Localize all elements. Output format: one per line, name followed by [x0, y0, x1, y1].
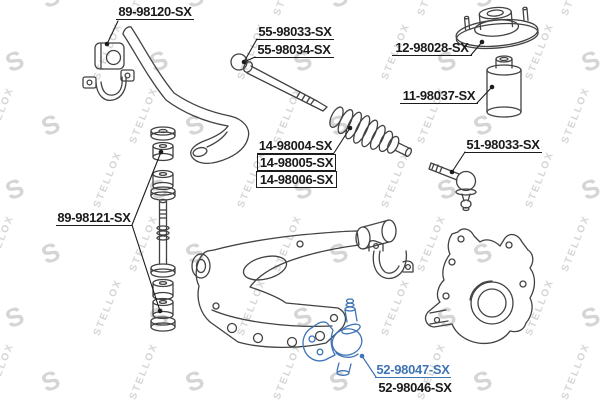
- part-label-55-98033: 55-98033-SX: [256, 24, 334, 40]
- stabilizer-bar-bushing: [94, 42, 125, 70]
- inner-tie-rod: [230, 53, 328, 112]
- part-label-14-98006: 14-98006-SX: [256, 171, 337, 188]
- steering-rack-boot: [329, 106, 413, 158]
- stabilizer-bar: [122, 26, 250, 164]
- steering-knuckle: [424, 228, 536, 345]
- part-label-14-98005: 14-98005-SX: [257, 154, 336, 171]
- control-arm: [191, 219, 397, 349]
- stabilizer-link: [150, 126, 176, 332]
- part-label-55-98034: 55-98034-SX: [254, 42, 334, 58]
- bump-stop-boot: [486, 55, 522, 118]
- clamp-bracket: [368, 239, 414, 280]
- part-label-11-98037: 11-98037-SX: [400, 88, 478, 104]
- part-label-14-98004: 14-98004-SX: [257, 138, 334, 154]
- ball-joint: [302, 298, 363, 376]
- tie-rod-end: [428, 162, 477, 212]
- leader-lines: [104, 20, 495, 378]
- part-label-89-98121: 89-98121-SX: [56, 210, 132, 226]
- strut-mount: [455, 6, 539, 50]
- bushing-bracket: [82, 69, 135, 101]
- part-label-12-98028: 12-98028-SX: [392, 40, 472, 56]
- part-label-52-98046: 52-98046-SX: [378, 380, 452, 395]
- part-label-52-98047-link[interactable]: 52-98047-SX: [375, 362, 451, 378]
- part-label-89-98120: 89-98120-SX: [116, 4, 194, 20]
- part-label-51-98033: 51-98033-SX: [464, 137, 542, 153]
